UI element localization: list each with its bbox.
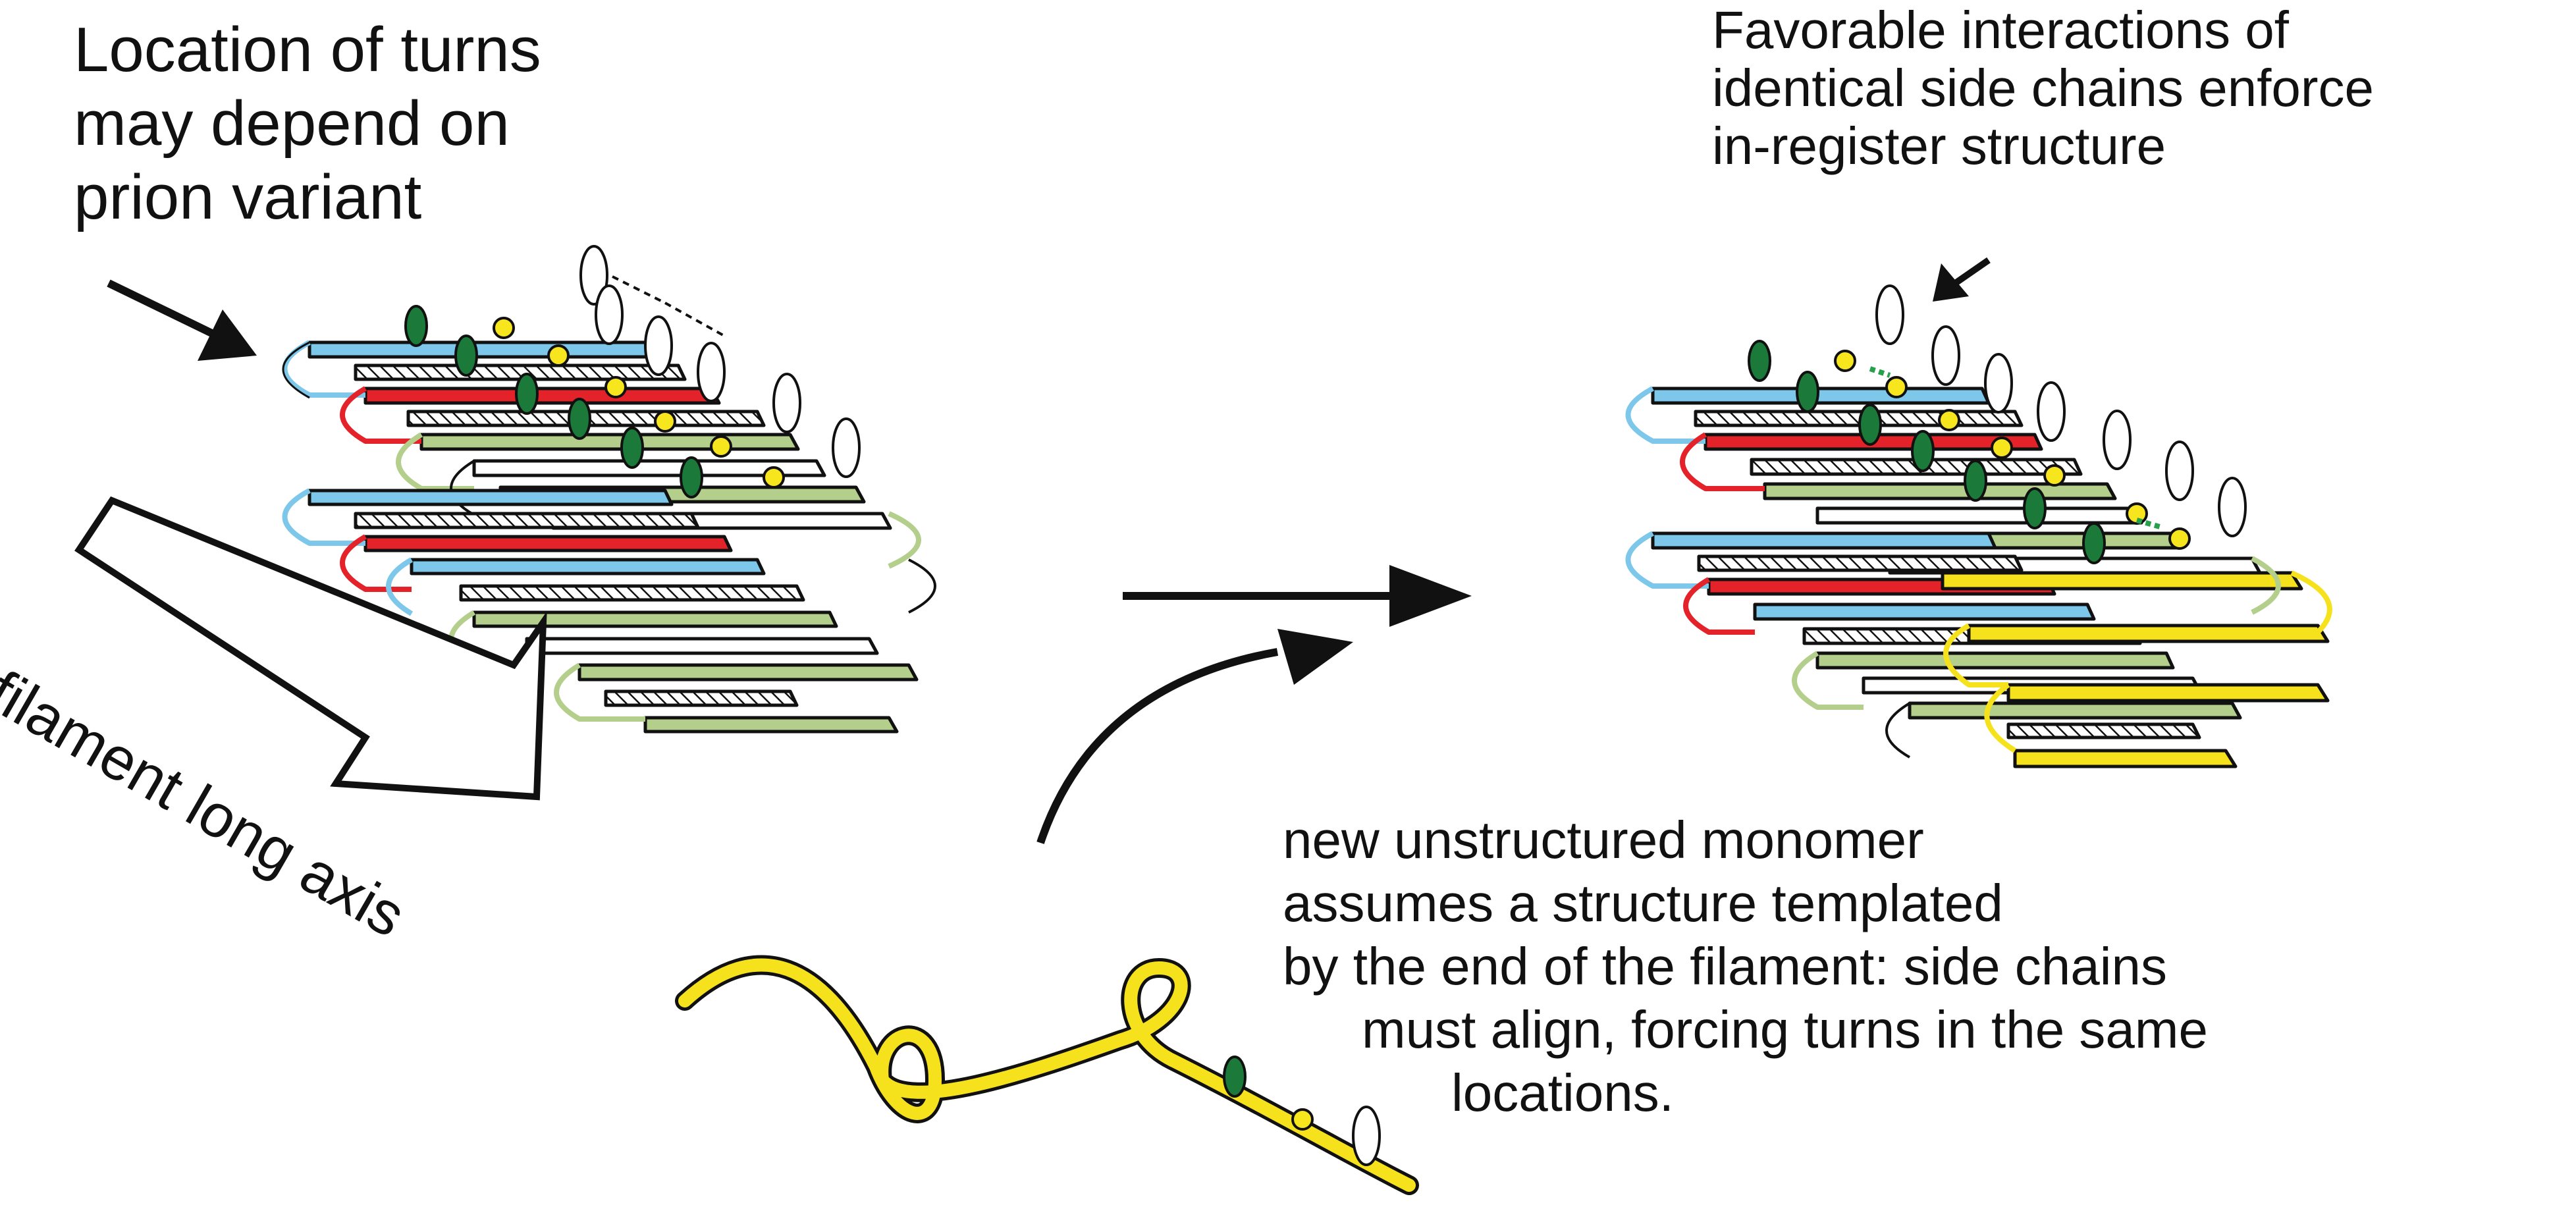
axis-arrow-icon — [74, 496, 547, 801]
turns-pointer-arrow-icon — [107, 279, 257, 361]
right-loops — [1625, 386, 2332, 759]
favorable-label-line: identical side chains enforce — [1712, 59, 2375, 117]
left-side-chains — [404, 245, 861, 498]
main-arrow-icon — [1123, 565, 1472, 627]
right-filament — [1625, 284, 2332, 768]
favorable-interactions-label: Favorable interactions of identical side… — [1712, 1, 2374, 175]
monomer-yellow-side-chain-icon — [1291, 1108, 1314, 1131]
monomer-label-line: new unstructured monomer — [1283, 811, 1924, 869]
curved-arrow-icon — [1036, 629, 1353, 844]
monomer-label: new unstructured monomer assumes a struc… — [1283, 809, 2208, 1125]
arrows — [74, 257, 1991, 844]
left-filament — [282, 245, 936, 734]
turns-label-line: may depend on — [74, 88, 510, 159]
right-front-layer — [1651, 531, 2330, 768]
favorable-label-line: in-register structure — [1712, 117, 2166, 175]
monomer-green-side-chain-icon — [1223, 1056, 1247, 1098]
turns-label-line: prion variant — [74, 162, 422, 232]
monomer-label-line: by the end of the filament: side chains — [1283, 937, 2168, 996]
monomer-label-line: assumes a structure templated — [1283, 874, 2003, 932]
favorable-label-line: Favorable interactions of — [1712, 1, 2290, 59]
monomer-white-side-chain-icon — [1352, 1106, 1381, 1166]
right-side-chains — [1748, 284, 2247, 564]
monomer-label-line: locations. — [1451, 1063, 1674, 1122]
turns-label-line: Location of turns — [74, 14, 541, 85]
left-back-loops — [282, 340, 475, 516]
turns-label: Location of turns may depend on prion va… — [74, 13, 541, 234]
monomer-label-line: must align, forcing turns in the same — [1362, 1000, 2209, 1059]
unstructured-monomer — [675, 955, 1419, 1195]
favorable-pointer-arrow-icon — [1933, 257, 1991, 302]
